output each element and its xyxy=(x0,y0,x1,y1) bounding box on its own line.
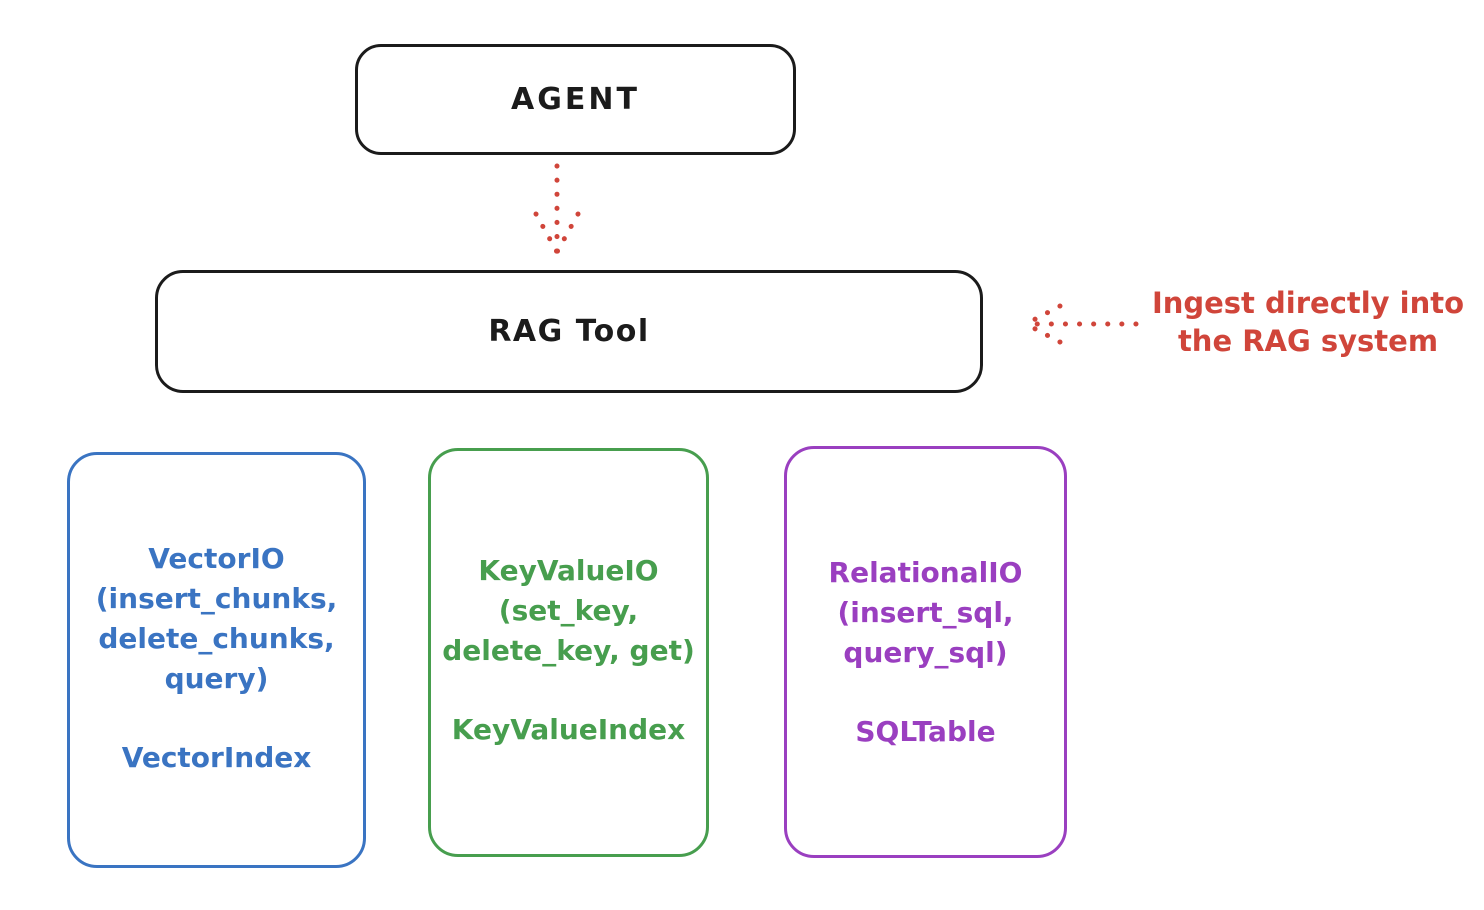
box-footer: VectorIndex xyxy=(121,741,312,774)
keyvalue-io-box: KeyValueIO (set_key, delete_key, get) Ke… xyxy=(428,448,709,857)
vector-io-box: VectorIO (insert_chunks, delete_chunks, … xyxy=(67,452,366,868)
ingest-annotation: Ingest directly into the RAG system xyxy=(1130,284,1484,360)
agent-node-label: AGENT xyxy=(511,82,640,117)
agent-to-rag-dotted-arrow xyxy=(533,163,581,255)
box-line: (insert_chunks, xyxy=(95,582,338,615)
ingest-annotation-line1: Ingest directly into xyxy=(1151,286,1465,320)
box-footer: KeyValueIndex xyxy=(451,713,686,746)
ingest-annotation-line2: the RAG system xyxy=(1177,324,1439,358)
agent-node: AGENT xyxy=(355,44,796,155)
box-line: RelationalIO xyxy=(828,556,1023,589)
box-line: KeyValueIO xyxy=(478,554,659,587)
box-line: (set_key, xyxy=(498,594,639,627)
box-footer: SQLTable xyxy=(855,715,996,748)
box-line: VectorIO xyxy=(148,542,285,575)
box-line: delete_key, get) xyxy=(442,634,695,667)
box-line: delete_chunks, xyxy=(98,622,335,655)
rag-tool-node: RAG Tool xyxy=(155,270,983,393)
rag-tool-node-label: RAG Tool xyxy=(488,314,650,349)
box-line: query_sql) xyxy=(843,636,1008,669)
annotation-to-rag-dotted-arrow xyxy=(1023,303,1139,345)
box-line: query) xyxy=(164,662,269,695)
box-line: (insert_sql, xyxy=(837,596,1014,629)
relational-io-box: RelationalIO (insert_sql, query_sql) SQL… xyxy=(784,446,1067,858)
